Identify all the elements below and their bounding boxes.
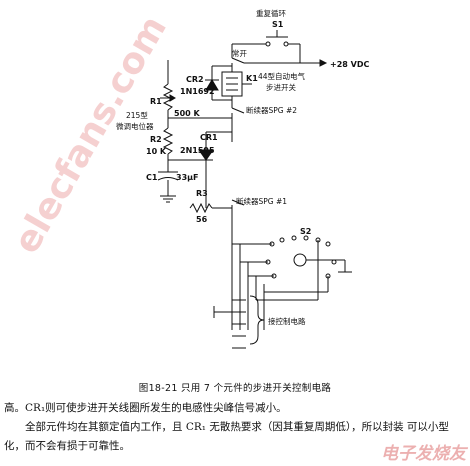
label-s1-title: 重复循环: [256, 8, 286, 18]
label-s2: S2: [300, 227, 311, 236]
label-r2: R2: [150, 135, 162, 144]
body-paragraph-2: 全部元件均在其额定值内工作，且 CR₁ 无散热要求（因其重复周期低），所以封装 …: [4, 421, 449, 452]
figure-caption: 图18-21 只用 7 个元件的步进开关控制电路: [138, 383, 332, 394]
label-cr1-part: 2N1595: [180, 146, 215, 155]
switch-contact: [283, 41, 289, 47]
label-pot-desc-2: 微调电位器: [116, 121, 154, 131]
label-interrupter-2: 断续器SPG #2: [246, 105, 297, 115]
label-pot-desc-1: 215型: [126, 111, 148, 120]
label-relay-desc-2: 步进开关: [266, 82, 296, 92]
label-interrupter-1: 断续器SPG #1: [236, 196, 287, 206]
body-paragraph-1: 高。CR₁则可使步进开关线圈所发生的电感性尖峰信号减小。: [4, 402, 287, 414]
circuit-schematic: 重复循环 S1 常开 +28 VDC K1 44型自动电气 步进开关 CR2 1…: [116, 8, 369, 349]
diode-cr2: [205, 79, 219, 91]
watermark-corner: 电子发烧友: [381, 444, 466, 464]
switch-contact: [265, 41, 271, 47]
label-r3: R3: [196, 189, 208, 198]
scr-cr1: [198, 149, 214, 161]
label-cr2-part: 1N1692: [180, 87, 215, 96]
supply-arrow: [319, 59, 328, 67]
switch-s2-wiper: [293, 253, 307, 267]
interrupter-contact-2: [231, 107, 245, 114]
label-c1: C1: [146, 173, 158, 182]
label-cr2: CR2: [186, 75, 204, 84]
label-cr1: CR1: [200, 133, 218, 142]
interrupter-contact-1: [231, 199, 245, 206]
contact-no: [231, 57, 245, 64]
label-r2-value: 10 K: [146, 147, 167, 156]
label-control-circuit: 接控制电路: [268, 316, 306, 326]
resistor-r2: [162, 127, 174, 155]
label-r1: R1: [150, 97, 162, 106]
label-k1: K1: [246, 74, 258, 83]
label-normally-open: 常开: [232, 49, 247, 58]
capacitor-c1-plate: [157, 177, 179, 181]
label-relay-desc-1: 44型自动电气: [258, 71, 306, 81]
resistor-r1: [162, 83, 174, 111]
brace: [249, 295, 265, 345]
label-c1-value: 33μF: [176, 173, 198, 182]
label-supply: +28 VDC: [330, 60, 369, 69]
label-r1-value: 500 K: [174, 109, 200, 118]
label-s1: S1: [272, 20, 284, 29]
label-r3-value: 56: [196, 215, 208, 224]
resistor-r3: [189, 202, 213, 214]
